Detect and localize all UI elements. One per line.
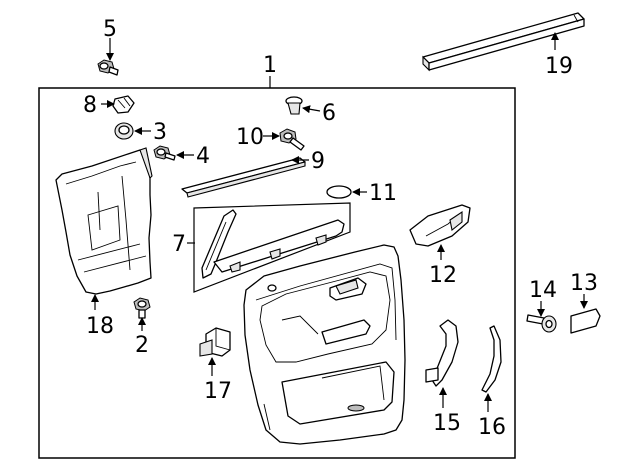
callout-12: 12 — [429, 263, 457, 288]
lower-trim-assembly-7 — [193, 202, 351, 293]
handle-bezel-12 — [409, 204, 471, 247]
callout-13: 13 — [570, 271, 598, 296]
seal-11 — [326, 185, 352, 199]
callout-1: 1 — [263, 53, 277, 78]
callout-17: 17 — [204, 379, 232, 404]
weatherstrip-19 — [422, 12, 585, 72]
bolt-5 — [97, 59, 119, 76]
callout-4: 4 — [196, 144, 210, 169]
door-trim-panel-1 — [243, 244, 406, 445]
retainer-8 — [112, 95, 135, 114]
belt-molding-9 — [181, 157, 306, 198]
water-deflector-18 — [55, 147, 153, 295]
callout-labels: 1 2 3 4 5 6 7 8 9 10 11 12 13 14 15 16 1… — [83, 17, 598, 440]
callout-9: 9 — [311, 149, 325, 174]
switch-17 — [199, 327, 231, 357]
assembly-frame — [38, 87, 516, 459]
leader-lines — [91, 32, 588, 412]
screw-4 — [153, 145, 176, 161]
pull-handle-15 — [425, 319, 459, 387]
callout-2: 2 — [135, 333, 149, 358]
bolt-2 — [133, 297, 151, 319]
trim-strip-16 — [481, 325, 502, 393]
callout-16: 16 — [478, 415, 506, 440]
screw-10 — [279, 128, 305, 151]
callout-15: 15 — [433, 411, 461, 436]
callout-3: 3 — [153, 120, 167, 145]
callout-11: 11 — [369, 181, 397, 206]
clip-6 — [285, 96, 303, 115]
bolt-14 — [526, 314, 557, 333]
callout-18: 18 — [86, 314, 114, 339]
callout-6: 6 — [322, 101, 336, 126]
callout-19: 19 — [545, 54, 573, 79]
callout-14: 14 — [529, 278, 557, 303]
callout-8: 8 — [83, 93, 97, 118]
callout-7: 7 — [172, 232, 186, 257]
callout-5: 5 — [103, 17, 117, 42]
callout-10: 10 — [236, 125, 264, 150]
push-pin-3 — [114, 122, 134, 140]
bracket-13 — [570, 308, 601, 334]
